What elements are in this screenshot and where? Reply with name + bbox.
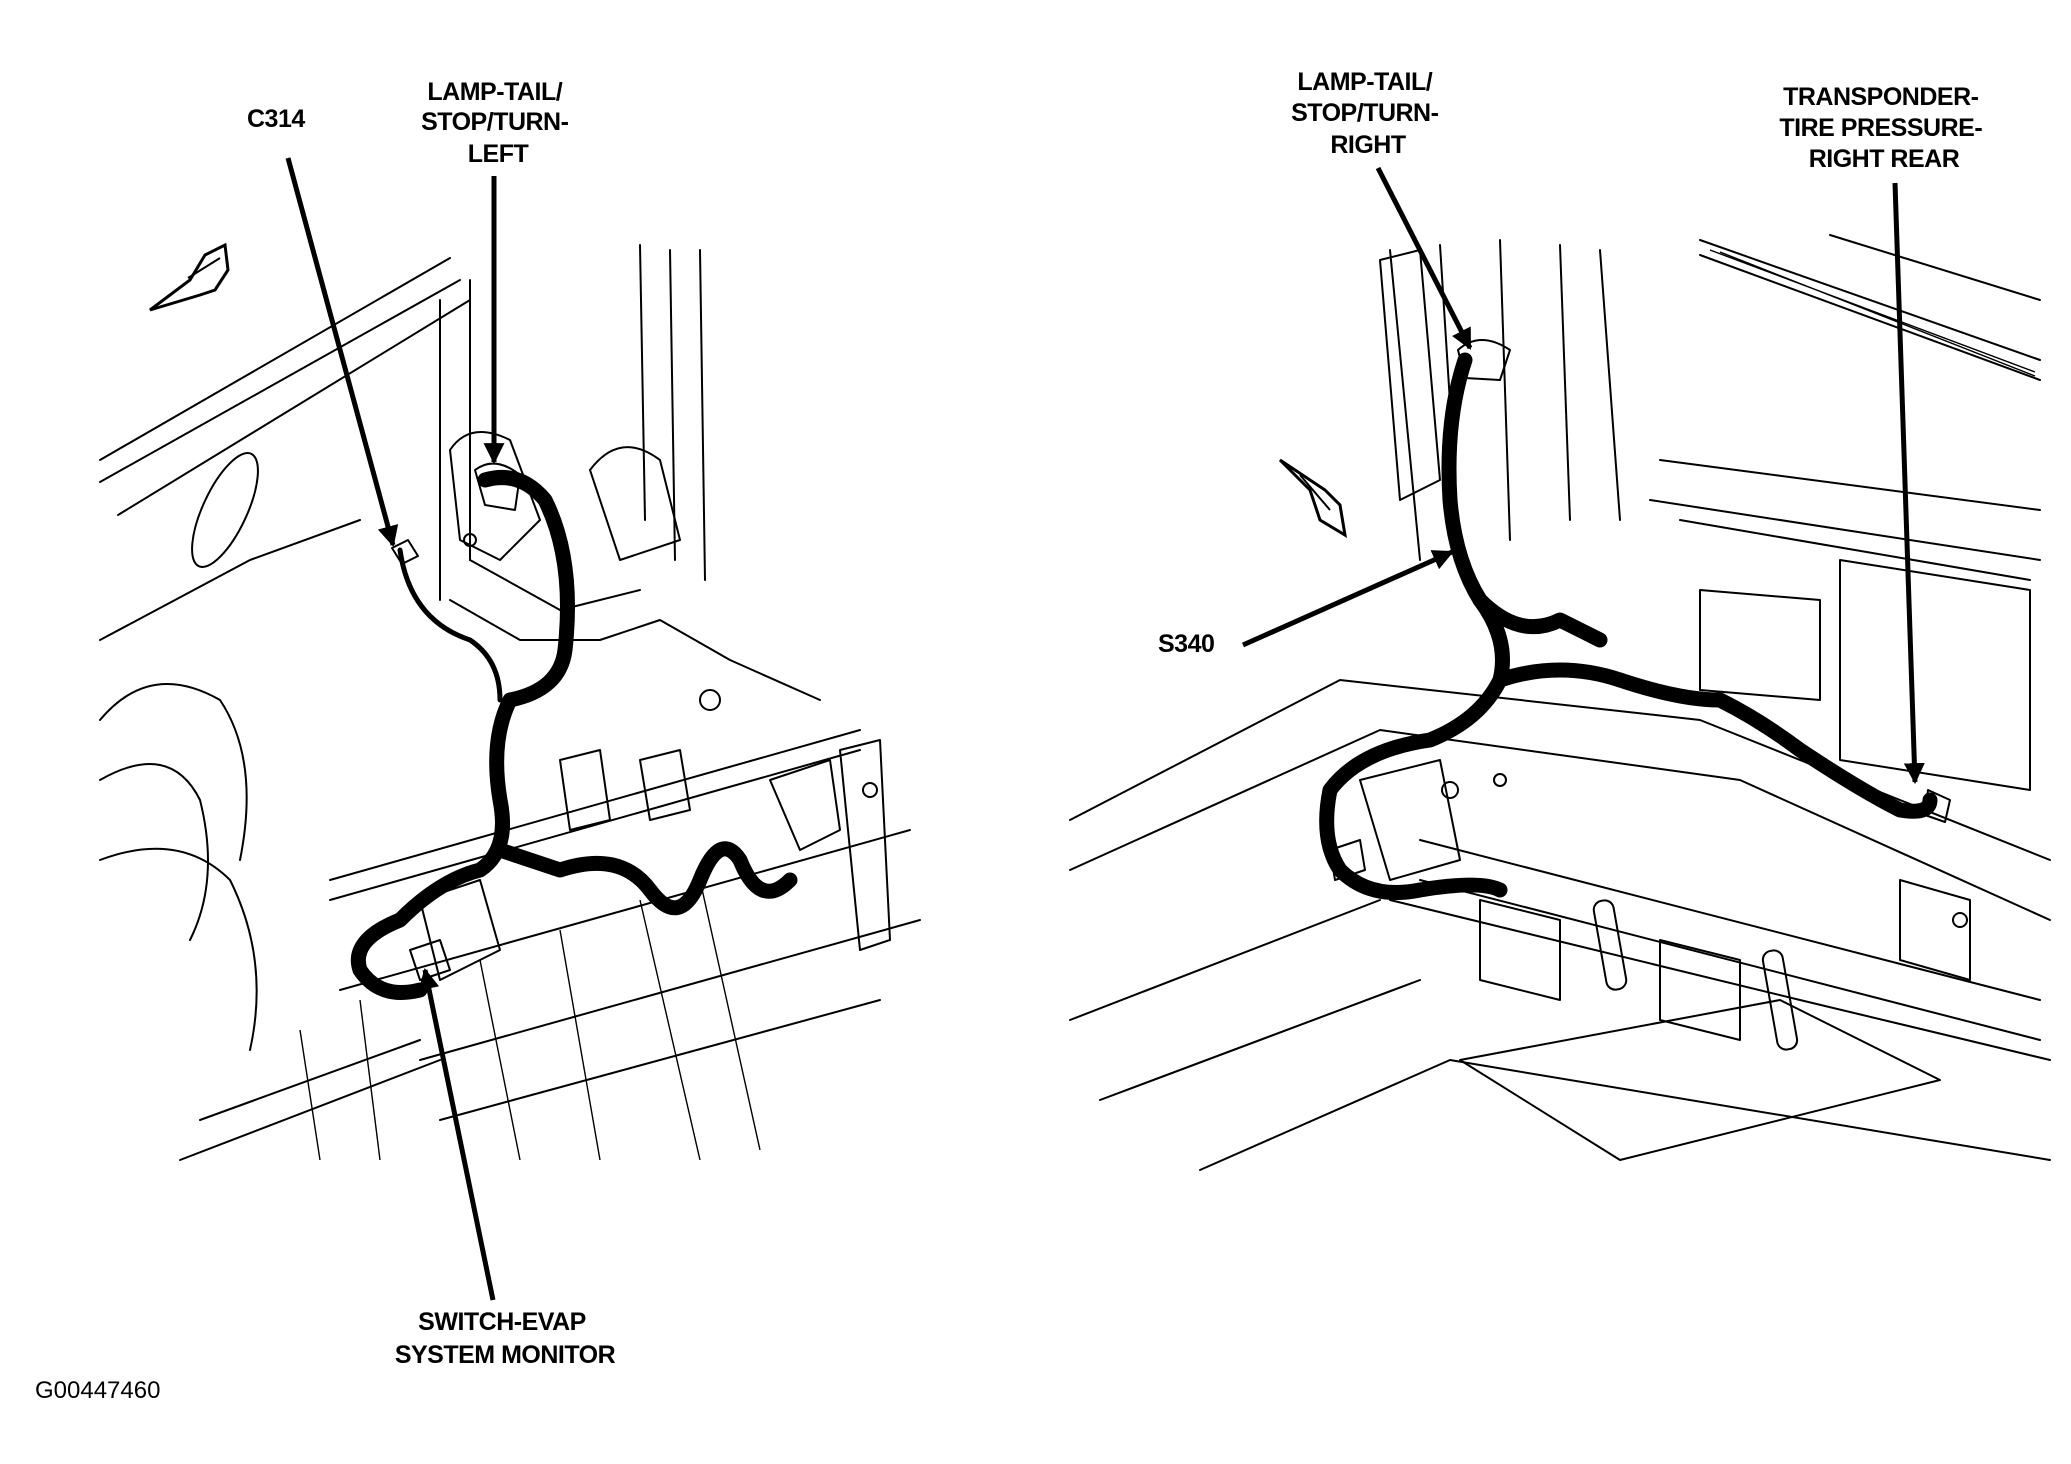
right-callouts: LAMP-TAIL/ STOP/TURN- RIGHT TRANSPONDER-… (1158, 68, 1988, 785)
leader-evap (418, 967, 496, 1301)
right-fwd-arrow-icon (1278, 458, 1348, 538)
callout-s340: S340 (1158, 630, 1214, 658)
leader-c314 (285, 157, 399, 548)
callout-c314: C314 (247, 105, 305, 133)
callout-transponder: TRANSPONDER- TIRE PRESSURE- RIGHT REAR (1779, 83, 1988, 173)
callout-evap: SWITCH-EVAP SYSTEM MONITOR (395, 1308, 616, 1369)
figure-id: G00447460 (35, 1377, 160, 1404)
left-callouts: C314 LAMP-TAIL/ STOP/TURN- LEFT SWITCH-E… (247, 78, 616, 1369)
left-fwd-arrow-icon (149, 242, 230, 312)
left-panel-vehicle-body (99, 244, 921, 1161)
callout-lamp-right: LAMP-TAIL/ STOP/TURN- RIGHT (1291, 68, 1445, 159)
right-wiring-harness (1319, 339, 1951, 900)
leader-s340 (1241, 549, 1454, 648)
left-wiring-harness (351, 462, 798, 1000)
leader-lamp-right (1375, 166, 1473, 350)
callout-lamp-left: LAMP-TAIL/ STOP/TURN- LEFT (421, 78, 575, 168)
leader-transponder (1892, 182, 1925, 785)
